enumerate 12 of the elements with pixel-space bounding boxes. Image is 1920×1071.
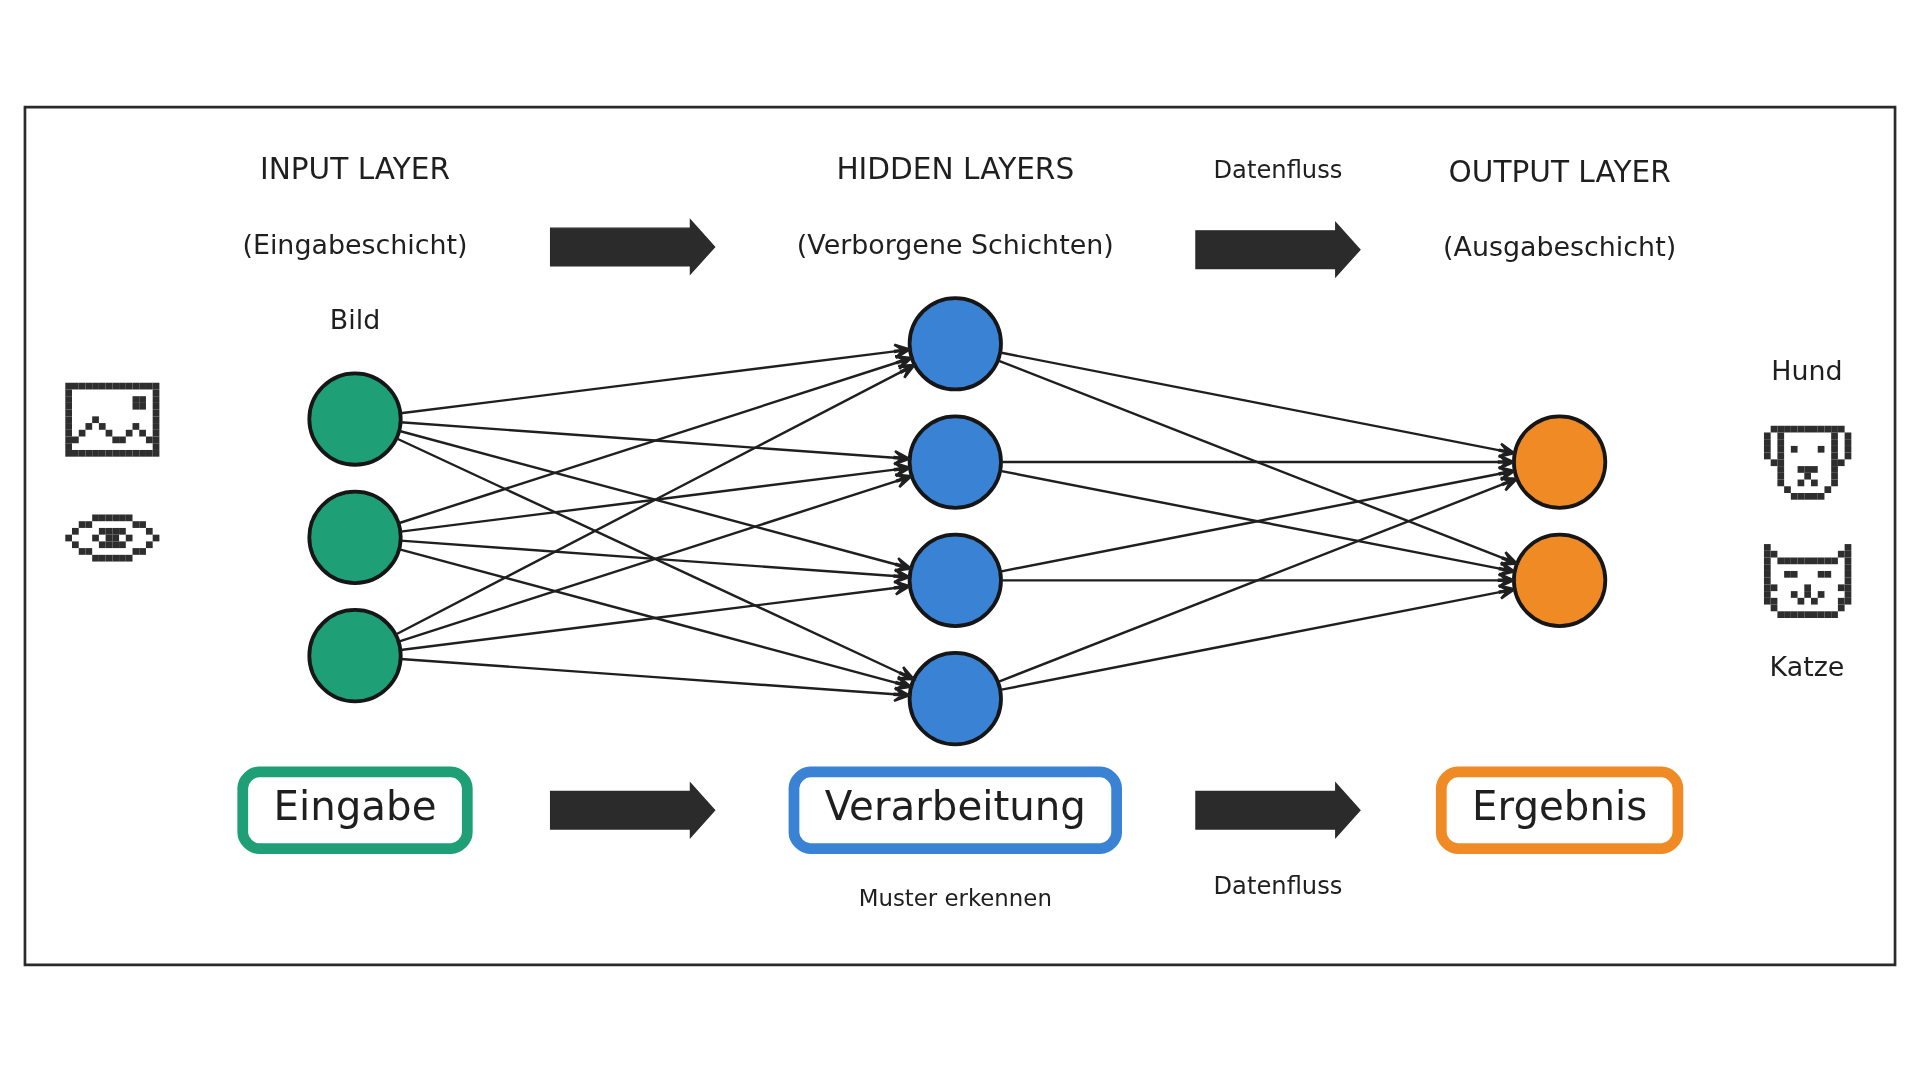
node-label: Bild	[329, 303, 381, 335]
label: (Verborgene Schichten)	[796, 228, 1114, 260]
node-label: Muster erkennen	[858, 884, 1052, 911]
label: (Ausgabeschicht)	[1443, 230, 1677, 262]
node-label: Katze	[1769, 650, 1845, 682]
label: INPUT LAYER	[259, 151, 451, 186]
label: (Eingabeschicht)	[242, 228, 468, 260]
label: HIDDEN LAYERS	[836, 151, 1075, 186]
node-label: Hund	[1771, 354, 1843, 386]
node-label: Datenfluss	[1213, 871, 1343, 900]
node-label: Datenfluss	[1213, 155, 1343, 184]
label: OUTPUT LAYER	[1448, 154, 1671, 189]
